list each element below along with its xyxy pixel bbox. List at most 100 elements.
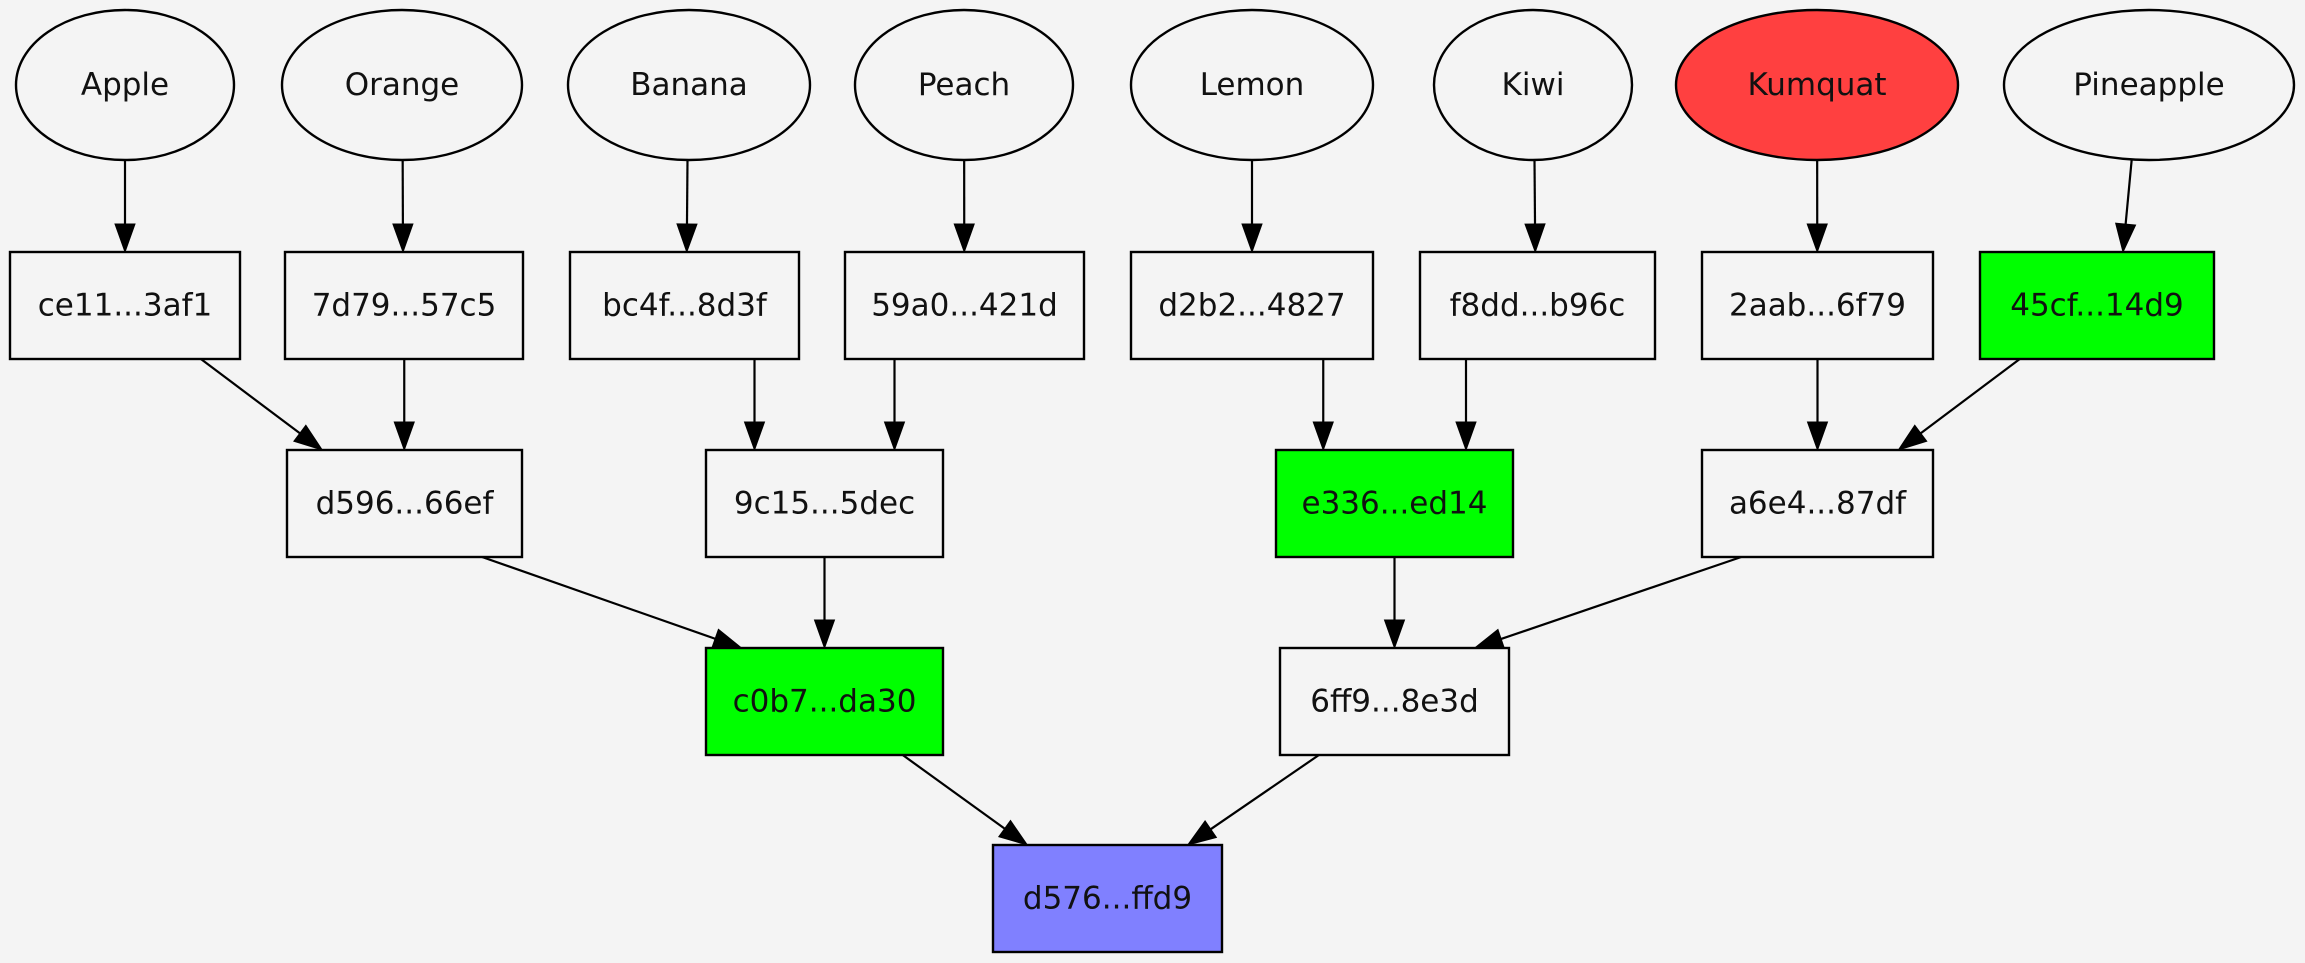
hash-node-f8dd: f8dd...b96c <box>1418 250 1657 361</box>
leaf-label: Orange <box>345 67 460 103</box>
hash-box <box>1129 250 1375 361</box>
leaf-ellipse <box>853 8 1075 162</box>
edge-h-6ff9-to-h-d576 <box>1186 754 1320 846</box>
arrowhead-icon <box>953 223 975 254</box>
hash-node-45cf: 45cf...14d9 <box>1978 250 2216 361</box>
arrowhead-icon <box>2115 222 2137 254</box>
leaf-node-lemon: Lemon <box>1129 8 1375 162</box>
hash-node-a6e4: a6e4...87df <box>1700 448 1935 559</box>
arrowhead-icon <box>743 421 766 452</box>
leaf-ellipse <box>1674 8 1960 162</box>
hash-label: d2b2...4827 <box>1158 288 1345 324</box>
leaf-label: Apple <box>81 67 169 103</box>
hash-label: 2aab...6f79 <box>1729 288 1906 324</box>
arrowhead-icon <box>393 421 415 452</box>
edge-line <box>1533 159 1537 225</box>
hash-box <box>704 646 945 757</box>
hash-box <box>991 843 1224 954</box>
edge-banana-to-h-bc4f <box>676 159 698 254</box>
hash-box <box>1418 250 1657 361</box>
hash-box <box>285 448 524 559</box>
hash-label: ce11...3af1 <box>38 288 212 324</box>
arrowhead-icon <box>1383 619 1406 650</box>
arrowhead-icon <box>1806 223 1828 254</box>
hash-box <box>704 448 945 559</box>
leaf-node-kiwi: Kiwi <box>1432 8 1634 162</box>
leaf-node-banana: Banana <box>566 8 812 162</box>
leaf-label: Kumquat <box>1747 67 1886 103</box>
arrowhead-icon <box>392 223 414 254</box>
edge-line <box>200 358 301 435</box>
arrowhead-icon <box>883 421 906 452</box>
edge-line <box>902 754 1006 830</box>
hash-node-ce11: ce11...3af1 <box>8 250 242 361</box>
hash-label: bc4f...8d3f <box>602 288 768 324</box>
edge-line <box>1920 358 2021 435</box>
arrowhead-icon <box>1897 424 1928 451</box>
arrowhead-icon <box>1312 421 1334 452</box>
edge-line <box>1500 555 1742 640</box>
hash-label: d576...ffd9 <box>1023 881 1192 917</box>
edge-h-c0b7-to-h-d576 <box>902 754 1029 846</box>
hash-label: 6ff9...8e3d <box>1310 684 1479 720</box>
hash-label: 9c15...5dec <box>734 486 915 522</box>
leaf-label: Kiwi <box>1502 67 1565 103</box>
leaf-label: Banana <box>630 67 748 103</box>
edges-layer <box>114 159 2137 846</box>
edge-lemon-to-h-d2b2 <box>1241 160 1263 254</box>
hash-node-d596: d596...66ef <box>285 448 524 559</box>
edge-h-9c15-to-h-c0b7 <box>813 557 836 650</box>
edge-apple-to-h-ce11 <box>114 160 136 254</box>
leaf-node-kumquat: Kumquat <box>1674 8 1960 162</box>
edge-line <box>481 555 716 640</box>
arrowhead-icon <box>1455 421 1477 452</box>
hash-label: 7d79...57c5 <box>312 288 497 324</box>
edge-line <box>1210 754 1320 831</box>
leaf-ellipse <box>14 8 236 162</box>
edge-kiwi-to-h-f8dd <box>1524 159 1546 254</box>
hash-label: a6e4...87df <box>1729 486 1907 522</box>
leaf-node-peach: Peach <box>853 8 1075 162</box>
hash-box <box>8 250 242 361</box>
edge-h-ce11-to-h-d596 <box>200 358 324 451</box>
hash-box <box>1700 250 1935 361</box>
leaf-label: Pineapple <box>2073 67 2224 103</box>
arrowhead-icon <box>1241 223 1263 254</box>
edge-h-e336-to-h-6ff9 <box>1383 557 1406 650</box>
hash-node-9c15: 9c15...5dec <box>704 448 945 559</box>
hash-node-6ff9: 6ff9...8e3d <box>1278 646 1511 757</box>
edge-h-d2b2-to-h-e336 <box>1312 359 1334 452</box>
edge-orange-to-h-7d79 <box>392 159 414 254</box>
edge-h-2aab-to-h-a6e4 <box>1806 359 1829 452</box>
arrowhead-icon <box>676 223 698 254</box>
hash-label: d596...66ef <box>316 486 495 522</box>
edge-h-59a0-to-h-9c15 <box>883 359 906 452</box>
hash-box <box>1978 250 2216 361</box>
edge-pineapple-to-h-45cf <box>2115 159 2137 254</box>
arrowhead-icon <box>813 619 836 650</box>
hash-node-c0b7: c0b7...da30 <box>704 646 945 757</box>
edge-line <box>685 159 689 225</box>
hash-box <box>843 250 1086 361</box>
hash-box <box>1700 448 1935 559</box>
edge-h-bc4f-to-h-9c15 <box>743 359 766 452</box>
hash-label: f8dd...b96c <box>1450 288 1626 324</box>
arrowhead-icon <box>293 424 324 451</box>
leaf-node-pineapple: Pineapple <box>2002 8 2296 162</box>
leaf-label: Peach <box>918 67 1010 103</box>
leaf-ellipse <box>2002 8 2296 162</box>
edge-peach-to-h-59a0 <box>953 159 975 254</box>
hash-node-7d79: 7d79...57c5 <box>283 250 525 361</box>
hash-node-bc4f: bc4f...8d3f <box>568 250 801 361</box>
edge-kumquat-to-h-2aab <box>1806 159 1828 254</box>
edge-line <box>2124 159 2133 225</box>
hash-box <box>568 250 801 361</box>
hash-box <box>1278 646 1511 757</box>
hash-node-2aab: 2aab...6f79 <box>1700 250 1935 361</box>
hash-label: 59a0...421d <box>871 288 1058 324</box>
leaf-ellipse <box>1129 8 1375 162</box>
hash-node-d576: d576...ffd9 <box>991 843 1224 954</box>
hash-node-59a0: 59a0...421d <box>843 250 1086 361</box>
edge-h-7d79-to-h-d596 <box>393 359 415 452</box>
leaf-node-orange: Orange <box>280 8 524 162</box>
